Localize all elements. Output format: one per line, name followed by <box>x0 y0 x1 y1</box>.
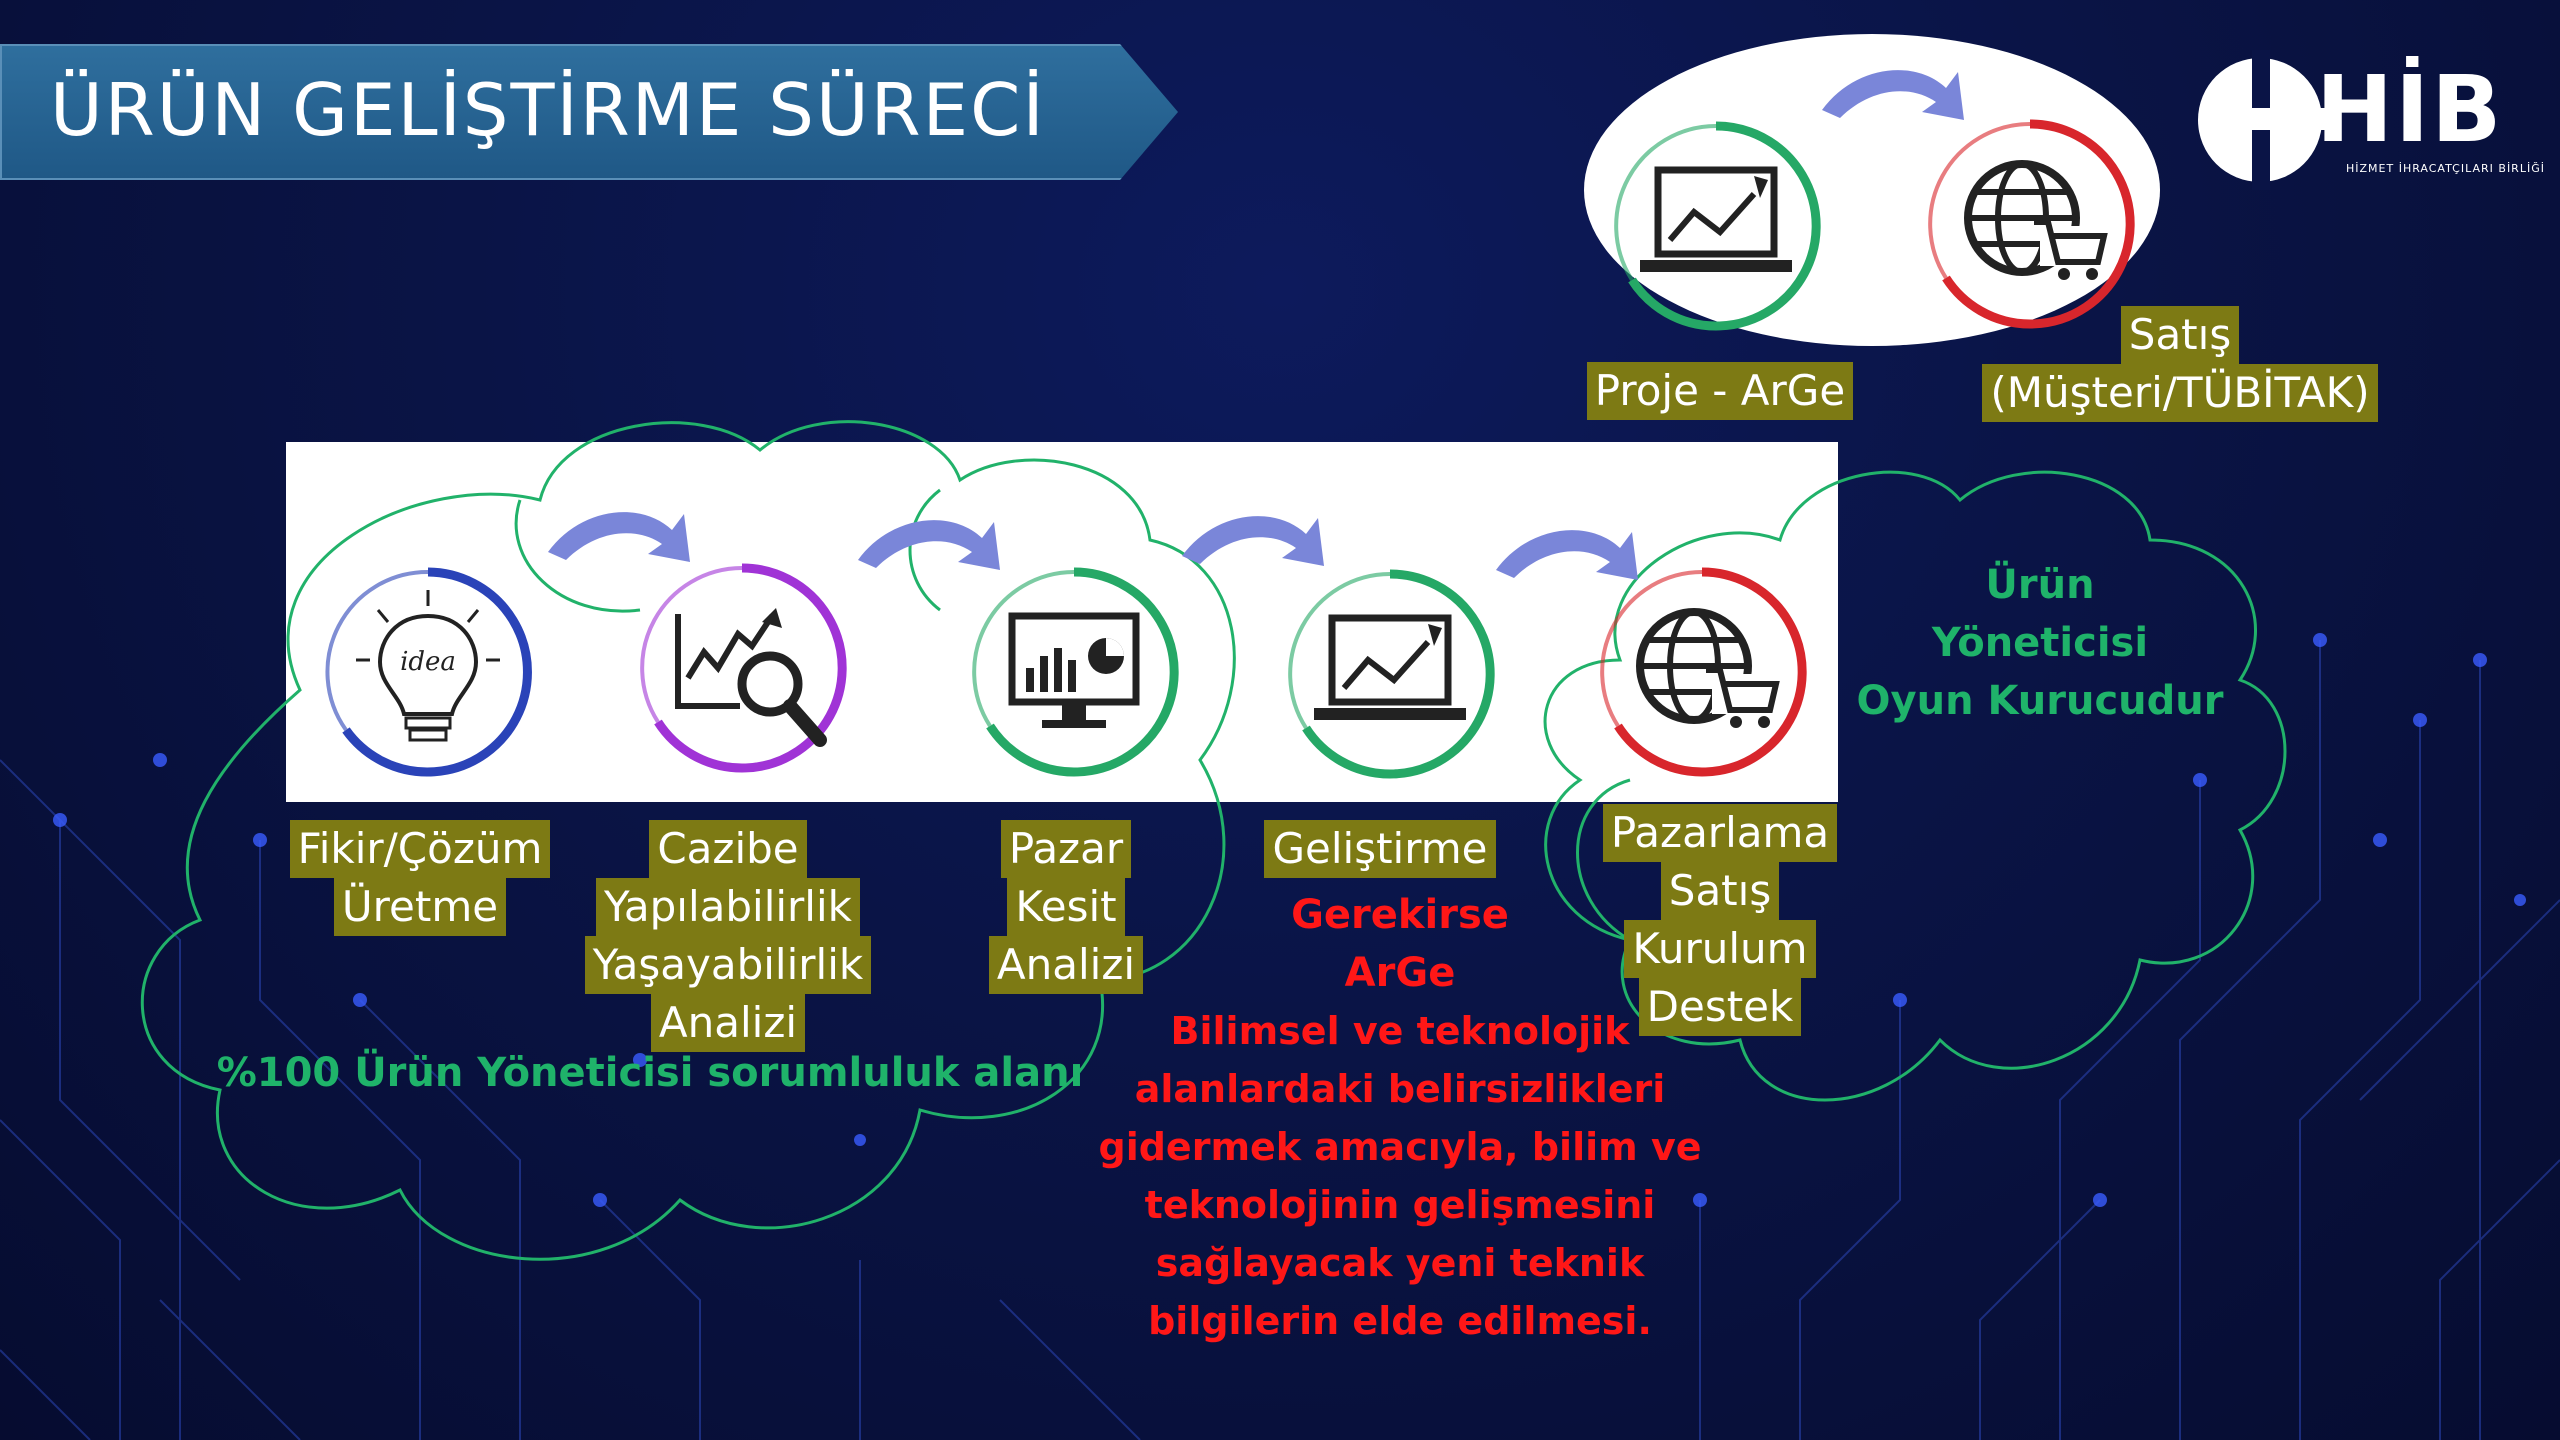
step-label-fikir: Fikir/Çözüm Üretme <box>270 820 570 936</box>
step-line: Analizi <box>988 936 1144 994</box>
step-line: Kesit <box>1007 878 1125 936</box>
hib-logo-mark <box>2198 50 2326 190</box>
role-line: Yöneticisi <box>1931 620 2149 666</box>
step-line: Yaşayabilirlik <box>584 936 872 994</box>
step-line: Yapılabilirlik <box>596 878 860 936</box>
page-title: ÜRÜN GELİŞTİRME SÜRECİ <box>50 68 1046 152</box>
step-label-gelistirme: Geliştirme <box>1240 820 1520 878</box>
role-line: Oyun Kurucudur <box>1856 678 2224 724</box>
logo-subtitle: HİZMET İHRACATÇILARI BİRLİĞİ <box>2346 162 2545 175</box>
globe-cart-icon <box>1600 567 1807 777</box>
step-line: Üretme <box>333 878 507 936</box>
idea-bulb-icon: idea <box>325 567 532 777</box>
top-flow-left-label: Proje - ArGe <box>1560 362 1880 420</box>
step-label-pazar: Pazar Kesit Analizi <box>966 820 1166 994</box>
svg-text:idea: idea <box>400 647 456 677</box>
monitor-chart-icon <box>972 567 1179 777</box>
musteri-tubitak-label: (Müşteri/TÜBİTAK) <box>1982 364 2378 422</box>
step-line: Geliştirme <box>1264 820 1496 878</box>
step-line: Satış <box>1660 862 1780 920</box>
step-line: Pazar <box>1000 820 1132 878</box>
arge-line: Bilimsel ve teknolojik <box>1170 1009 1630 1053</box>
step-line: Fikir/Çözüm <box>289 820 551 878</box>
satis-label: Satış <box>2120 306 2240 364</box>
arge-line: bilgilerin elde edilmesi. <box>1148 1299 1652 1343</box>
step-label-pazarlama: Pazarlama Satış Kurulum Destek <box>1580 804 1860 1036</box>
role-line: Ürün <box>1985 562 2095 608</box>
responsibility-text: %100 Ürün Yöneticisi sorumluluk alanı <box>216 1050 1084 1096</box>
arge-heading: Gerekirse ArGe <box>1200 886 1600 1002</box>
arge-heading-line: ArGe <box>1344 950 1456 996</box>
step-line: Pazarlama <box>1602 804 1838 862</box>
top-flow-right-label: Satış (Müşteri/TÜBİTAK) <box>1960 306 2400 422</box>
top-globe-cart-icon <box>1928 119 2135 329</box>
arge-line: alanlardaki belirsizlikleri <box>1134 1067 1666 1111</box>
proje-arge-label: Proje - ArGe <box>1586 362 1854 420</box>
arge-line: gidermek amacıyla, bilim ve <box>1098 1125 1702 1169</box>
arge-line: sağlayacak yeni teknik <box>1155 1241 1645 1285</box>
step-line: Analizi <box>650 994 806 1052</box>
title-banner <box>0 44 1178 180</box>
arge-heading-line: Gerekirse <box>1291 892 1509 938</box>
analysis-magnifier-icon <box>640 563 847 773</box>
step-line: Destek <box>1638 978 1802 1036</box>
arge-description: Bilimsel ve teknolojik alanlardaki belir… <box>1060 1002 1740 1350</box>
arge-line: teknolojinin gelişmesini <box>1144 1183 1656 1227</box>
logo-wordmark: HİB <box>2316 56 2504 163</box>
step-line: Cazibe <box>649 820 807 878</box>
step-line: Kurulum <box>1624 920 1816 978</box>
step-label-cazibe: Cazibe Yapılabilirlik Yaşayabilirlik Ana… <box>578 820 878 1052</box>
role-text: Ürün Yöneticisi Oyun Kurucudur <box>1820 556 2260 730</box>
top-development-chart-icon <box>1614 121 1821 331</box>
hib-logo: HİB HİZMET İHRACATÇILARI BİRLİĞİ <box>2196 50 2544 190</box>
development-chart-icon <box>1288 569 1495 779</box>
